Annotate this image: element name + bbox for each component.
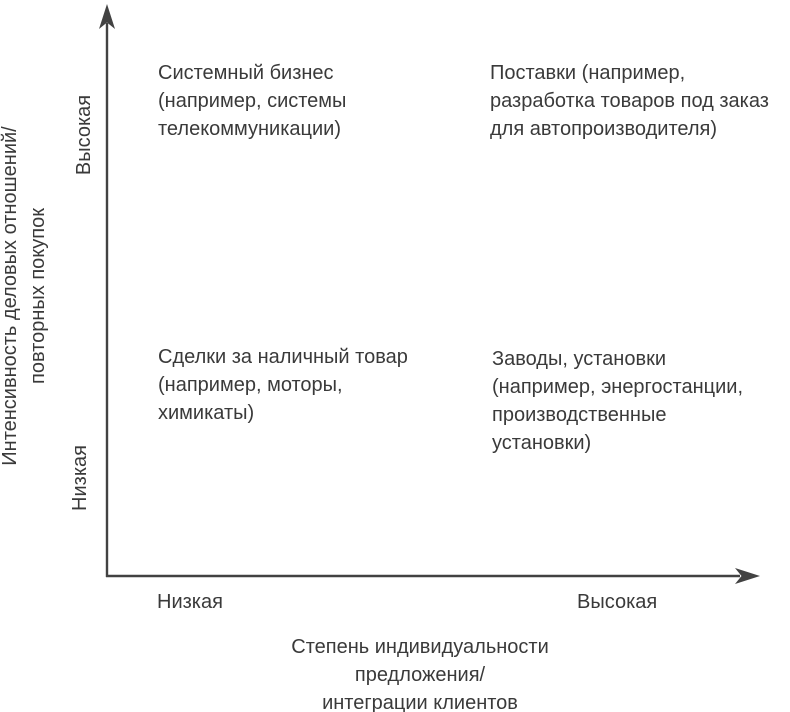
quadrant-top-left-label: Системный бизнес (например, системы теле… [158, 62, 347, 140]
quadrant-bottom-left-label: Сделки за наличный товар (например, мото… [158, 346, 408, 424]
y-axis-arrowhead-icon [99, 4, 115, 29]
x-axis-arrowhead-icon [735, 568, 760, 584]
x-axis-title: Степень индивидуальности предложения/ ин… [291, 636, 549, 712]
y-axis-label-low: Низкая [69, 445, 91, 511]
quadrant-top-right-label: Поставки (например, разработка товаров п… [490, 62, 769, 140]
x-axis-label-high: Высокая [577, 591, 658, 613]
y-axis-title: Интенсивность деловых отношений/ повторн… [0, 126, 49, 466]
x-axis-label-low: Низкая [157, 591, 223, 613]
y-axis-label-high: Высокая [73, 94, 95, 176]
quadrant-bottom-right-label: Заводы, установки (например, энергостанц… [492, 348, 743, 454]
